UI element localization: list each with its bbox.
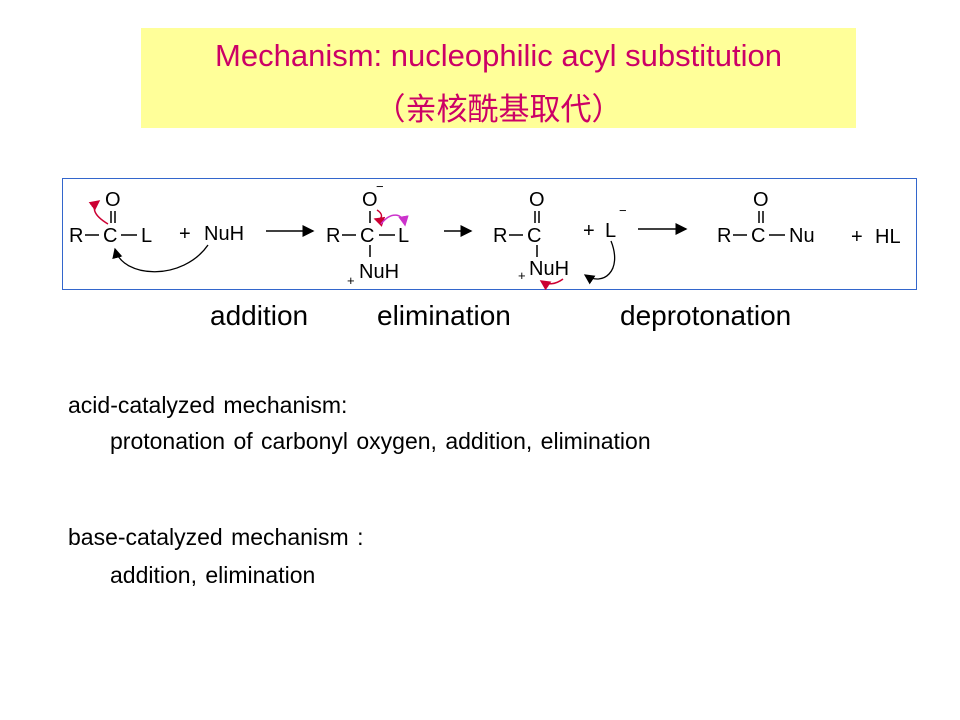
protonated-o: O [529, 189, 545, 211]
reactant-c: C [103, 225, 117, 247]
product-o: O [753, 189, 769, 211]
intermediate-minus-charge: − [376, 179, 384, 194]
protonated-r: R [493, 225, 507, 247]
protonated-nuh: NuH [529, 258, 569, 280]
intermediate-o: O [362, 189, 378, 211]
plus-sign-1: + [179, 223, 191, 245]
reactant-l: L [141, 225, 152, 247]
intermediate-c: C [360, 225, 374, 247]
protonated-product: R C O NuH + [493, 189, 569, 283]
tetrahedral-intermediate: R C O − L NuH + [326, 179, 409, 288]
acyl-product: R C O Nu [717, 189, 815, 247]
product-c: C [751, 225, 765, 247]
reaction-scheme: R C O L + NuH R C O − L NuH + [62, 178, 917, 291]
leaving-group-minus-charge: − [619, 203, 627, 218]
step-label-elimination: elimination [377, 300, 511, 331]
slide-subtitle-chinese: （亲核酰基取代） [374, 92, 623, 128]
byproduct-hl: HL [875, 226, 901, 248]
protonated-plus-charge: + [518, 268, 526, 283]
plus-sign-3: + [851, 226, 863, 248]
plus-sign-2: + [583, 220, 595, 242]
protonated-c: C [527, 225, 541, 247]
base-catalyzed-detail: addition, elimination [110, 562, 316, 588]
intermediate-r: R [326, 225, 340, 247]
acid-catalyzed-heading: acid-catalyzed mechanism: [68, 392, 348, 418]
leaving-group-l: L [605, 220, 616, 242]
acid-catalyzed-detail: protonation of carbonyl oxygen, addition… [110, 428, 651, 454]
step-label-addition: addition [210, 300, 309, 331]
product-r: R [717, 225, 731, 247]
intermediate-l: L [398, 225, 409, 247]
step-label-deprotonation: deprotonation [620, 300, 792, 331]
title-banner: Mechanism: nucleophilic acyl substitutio… [141, 28, 856, 128]
reaction-scheme-drawing: R C O L + NuH R C O − L NuH + [69, 179, 901, 291]
product-nu: Nu [789, 225, 815, 247]
reactant-acyl-compound: R C O L [69, 189, 152, 247]
slide-title: Mechanism: nucleophilic acyl substitutio… [215, 38, 782, 73]
intermediate-nuh: NuH [359, 261, 399, 283]
reactant-r: R [69, 225, 83, 247]
nucleophile-nuh: NuH [204, 223, 244, 245]
base-catalyzed-heading: base-catalyzed mechanism : [68, 524, 364, 550]
intermediate-plus-charge: + [347, 273, 355, 288]
reactant-o: O [105, 189, 121, 211]
